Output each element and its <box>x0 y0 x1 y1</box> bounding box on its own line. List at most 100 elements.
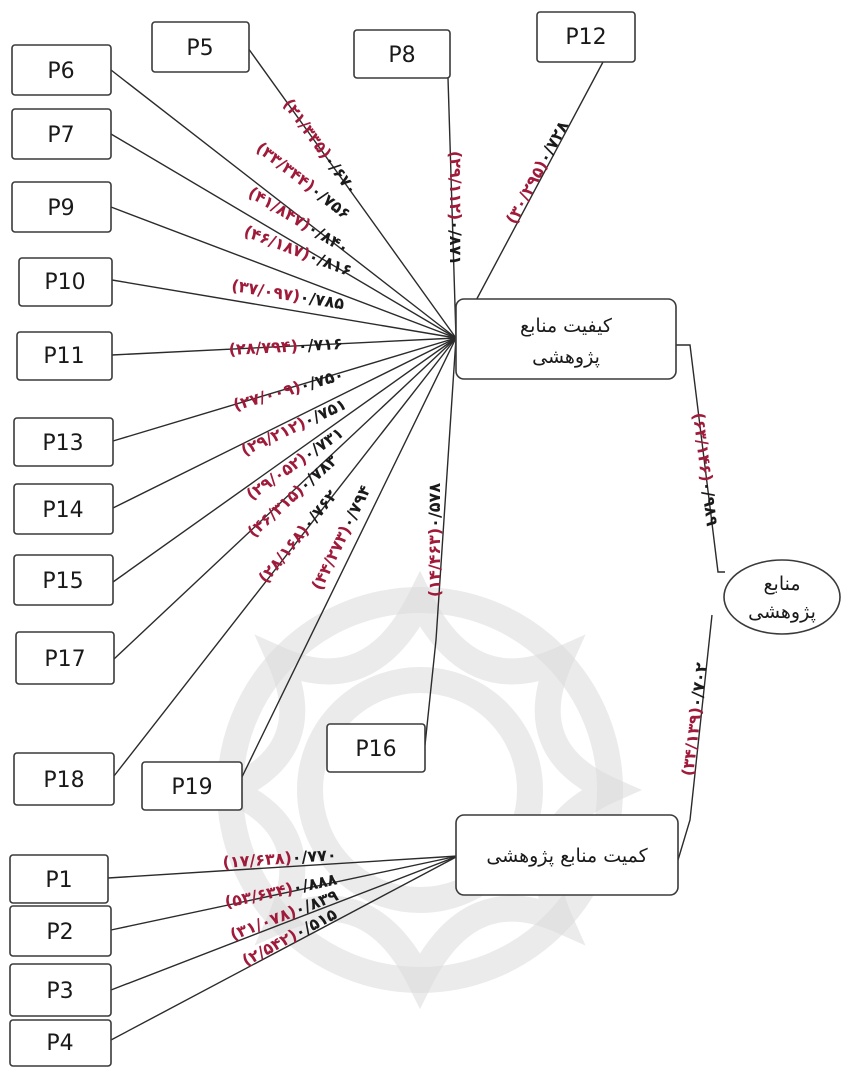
quantity-hub: کمیت منابع پژوهشی <box>455 814 679 896</box>
coef-root-quality: ۰/۹۸۹ <box>698 480 722 527</box>
item-p9: P9 <box>11 181 112 233</box>
item-p11: P11 <box>16 331 113 381</box>
t-value-root-quality: (۶۳/۱۴۶) <box>689 411 716 482</box>
item-label: P4 <box>46 1031 73 1056</box>
item-label: P1 <box>45 868 72 893</box>
item-p1: P1 <box>9 854 109 904</box>
coef-p14: ۰/۷۵۱ <box>301 394 350 430</box>
item-label: P7 <box>47 123 74 148</box>
t-value-p16: (۱۴/۴۶۳) <box>425 528 444 597</box>
quality-label-line2: پژوهشی <box>532 346 600 368</box>
t-value-p19: (۴۴/۲۷۳) <box>307 522 354 593</box>
edge-p17 <box>113 337 457 660</box>
edge-p6 <box>110 69 457 339</box>
quantity-item-boxes: P1 P2 P3 P4 <box>9 854 112 1067</box>
edge-root-quality <box>676 344 725 573</box>
watermark-ornament <box>198 570 642 1010</box>
t-value-p8: (۲۹/۱۱۲) <box>446 151 465 220</box>
item-label: P5 <box>186 36 213 61</box>
coef-p9: ۰/۸۱۶ <box>306 246 355 280</box>
path-label-p16: (۱۴/۴۶۳)۰/۵۷۸ <box>425 483 444 597</box>
root-edges <box>676 344 725 861</box>
coef-root-quantity: ۰/۷۰۲ <box>687 661 711 708</box>
coef-p12: ۰/۷۲۸ <box>534 117 572 166</box>
coef-p10: ۰/۷۸۵ <box>298 287 346 313</box>
edge-p1 <box>107 855 459 879</box>
item-label: P6 <box>47 59 74 84</box>
item-p3: P3 <box>9 963 112 1017</box>
item-p18: P18 <box>13 752 115 806</box>
item-p17: P17 <box>15 631 115 685</box>
path-label-p11: (۲۸/۷۹۴)۰/۷۱۶ <box>228 334 343 359</box>
edge-p10 <box>111 279 457 339</box>
item-label: P9 <box>47 196 74 221</box>
item-p10: P10 <box>18 257 113 307</box>
item-label: P8 <box>388 43 415 68</box>
item-p14: P14 <box>13 483 114 535</box>
item-p8: P8 <box>353 29 451 79</box>
item-p13: P13 <box>13 417 114 467</box>
item-p19: P19 <box>141 761 243 811</box>
t-value-p11: (۲۸/۷۹۴) <box>228 336 298 359</box>
item-label: P14 <box>42 498 83 523</box>
edge-p16 <box>424 337 457 746</box>
item-label: P16 <box>355 737 396 762</box>
quantity-label: کمیت منابع پژوهشی <box>486 845 648 867</box>
edge-p4 <box>110 855 459 1041</box>
item-label: P17 <box>44 647 85 672</box>
coef-p13: ۰/۷۵۰ <box>298 365 346 396</box>
edge-p15 <box>112 337 457 583</box>
coef-p16: ۰/۵۷۸ <box>425 483 444 528</box>
edge-p19 <box>240 337 457 780</box>
root-node: منابع پژوهشی <box>723 559 841 635</box>
edge-p9 <box>110 206 457 339</box>
edge-p2 <box>110 855 459 931</box>
edge-p7 <box>110 133 457 339</box>
path-label-p8: (۲۹/۱۱۲)۰/۸۷۱ <box>446 151 465 265</box>
item-p2: P2 <box>9 905 112 957</box>
quality-hub: کیفیت منابع پژوهشی <box>455 298 677 380</box>
edge-p13 <box>112 337 457 442</box>
edge-p12 <box>455 61 604 339</box>
quality-label-line1: کیفیت منابع <box>520 315 613 337</box>
item-p6: P6 <box>11 44 112 96</box>
t-value-p13: (۲۷/۰۰۹) <box>231 377 303 414</box>
path-label-p1: (۱۷/۶۳۸)۰/۷۷۰ <box>222 845 337 872</box>
quantity-edges <box>107 855 459 1041</box>
item-label: P2 <box>46 920 73 945</box>
item-label: P15 <box>42 569 83 594</box>
path-label-root-quantity: (۳۴/۱۳۹)۰/۷۰۲ <box>678 661 711 777</box>
item-label: P10 <box>44 270 85 295</box>
item-label: P18 <box>43 768 84 793</box>
edge-p11 <box>111 337 457 356</box>
item-label: P11 <box>43 344 84 369</box>
coef-p1: ۰/۷۷۰ <box>291 845 337 867</box>
coef-p11: ۰/۷۱۶ <box>297 334 343 355</box>
item-label: P13 <box>42 431 83 456</box>
t-value-p12: (۳۰/۲۹۵) <box>502 157 551 227</box>
root-label-line2: پژوهشی <box>748 601 816 623</box>
edge-root-quantity <box>677 614 713 861</box>
item-p15: P15 <box>13 554 114 606</box>
edge-p14 <box>112 337 457 509</box>
edge-p18 <box>113 337 457 777</box>
item-label: P19 <box>171 775 212 800</box>
edge-p5 <box>247 47 457 339</box>
coef-p8: ۰/۸۷۱ <box>446 220 465 265</box>
root-label-line1: منابع <box>763 573 800 595</box>
edge-p3 <box>110 855 459 991</box>
item-p16: P16 <box>326 723 426 773</box>
item-p7: P7 <box>11 108 112 160</box>
item-p5: P5 <box>151 21 250 73</box>
path-label-p10: (۳۷/۰۹۷)۰/۷۸۵ <box>230 276 346 314</box>
t-value-p5: (۲۱/۳۳۵) <box>279 95 335 162</box>
edge-p8 <box>447 77 457 339</box>
quality-edges <box>110 47 604 780</box>
quality-item-boxes: P5 P6 P7 P8 P9 P10 P11 P12 P13 P14 P15 P… <box>11 11 636 811</box>
t-value-p1: (۱۷/۶۳۸) <box>222 848 292 872</box>
path-label-p12: (۳۰/۲۹۵)۰/۷۲۸ <box>502 117 573 227</box>
path-label-root-quality: (۶۳/۱۴۶)۰/۹۸۹ <box>689 411 722 527</box>
item-p4: P4 <box>9 1019 112 1067</box>
